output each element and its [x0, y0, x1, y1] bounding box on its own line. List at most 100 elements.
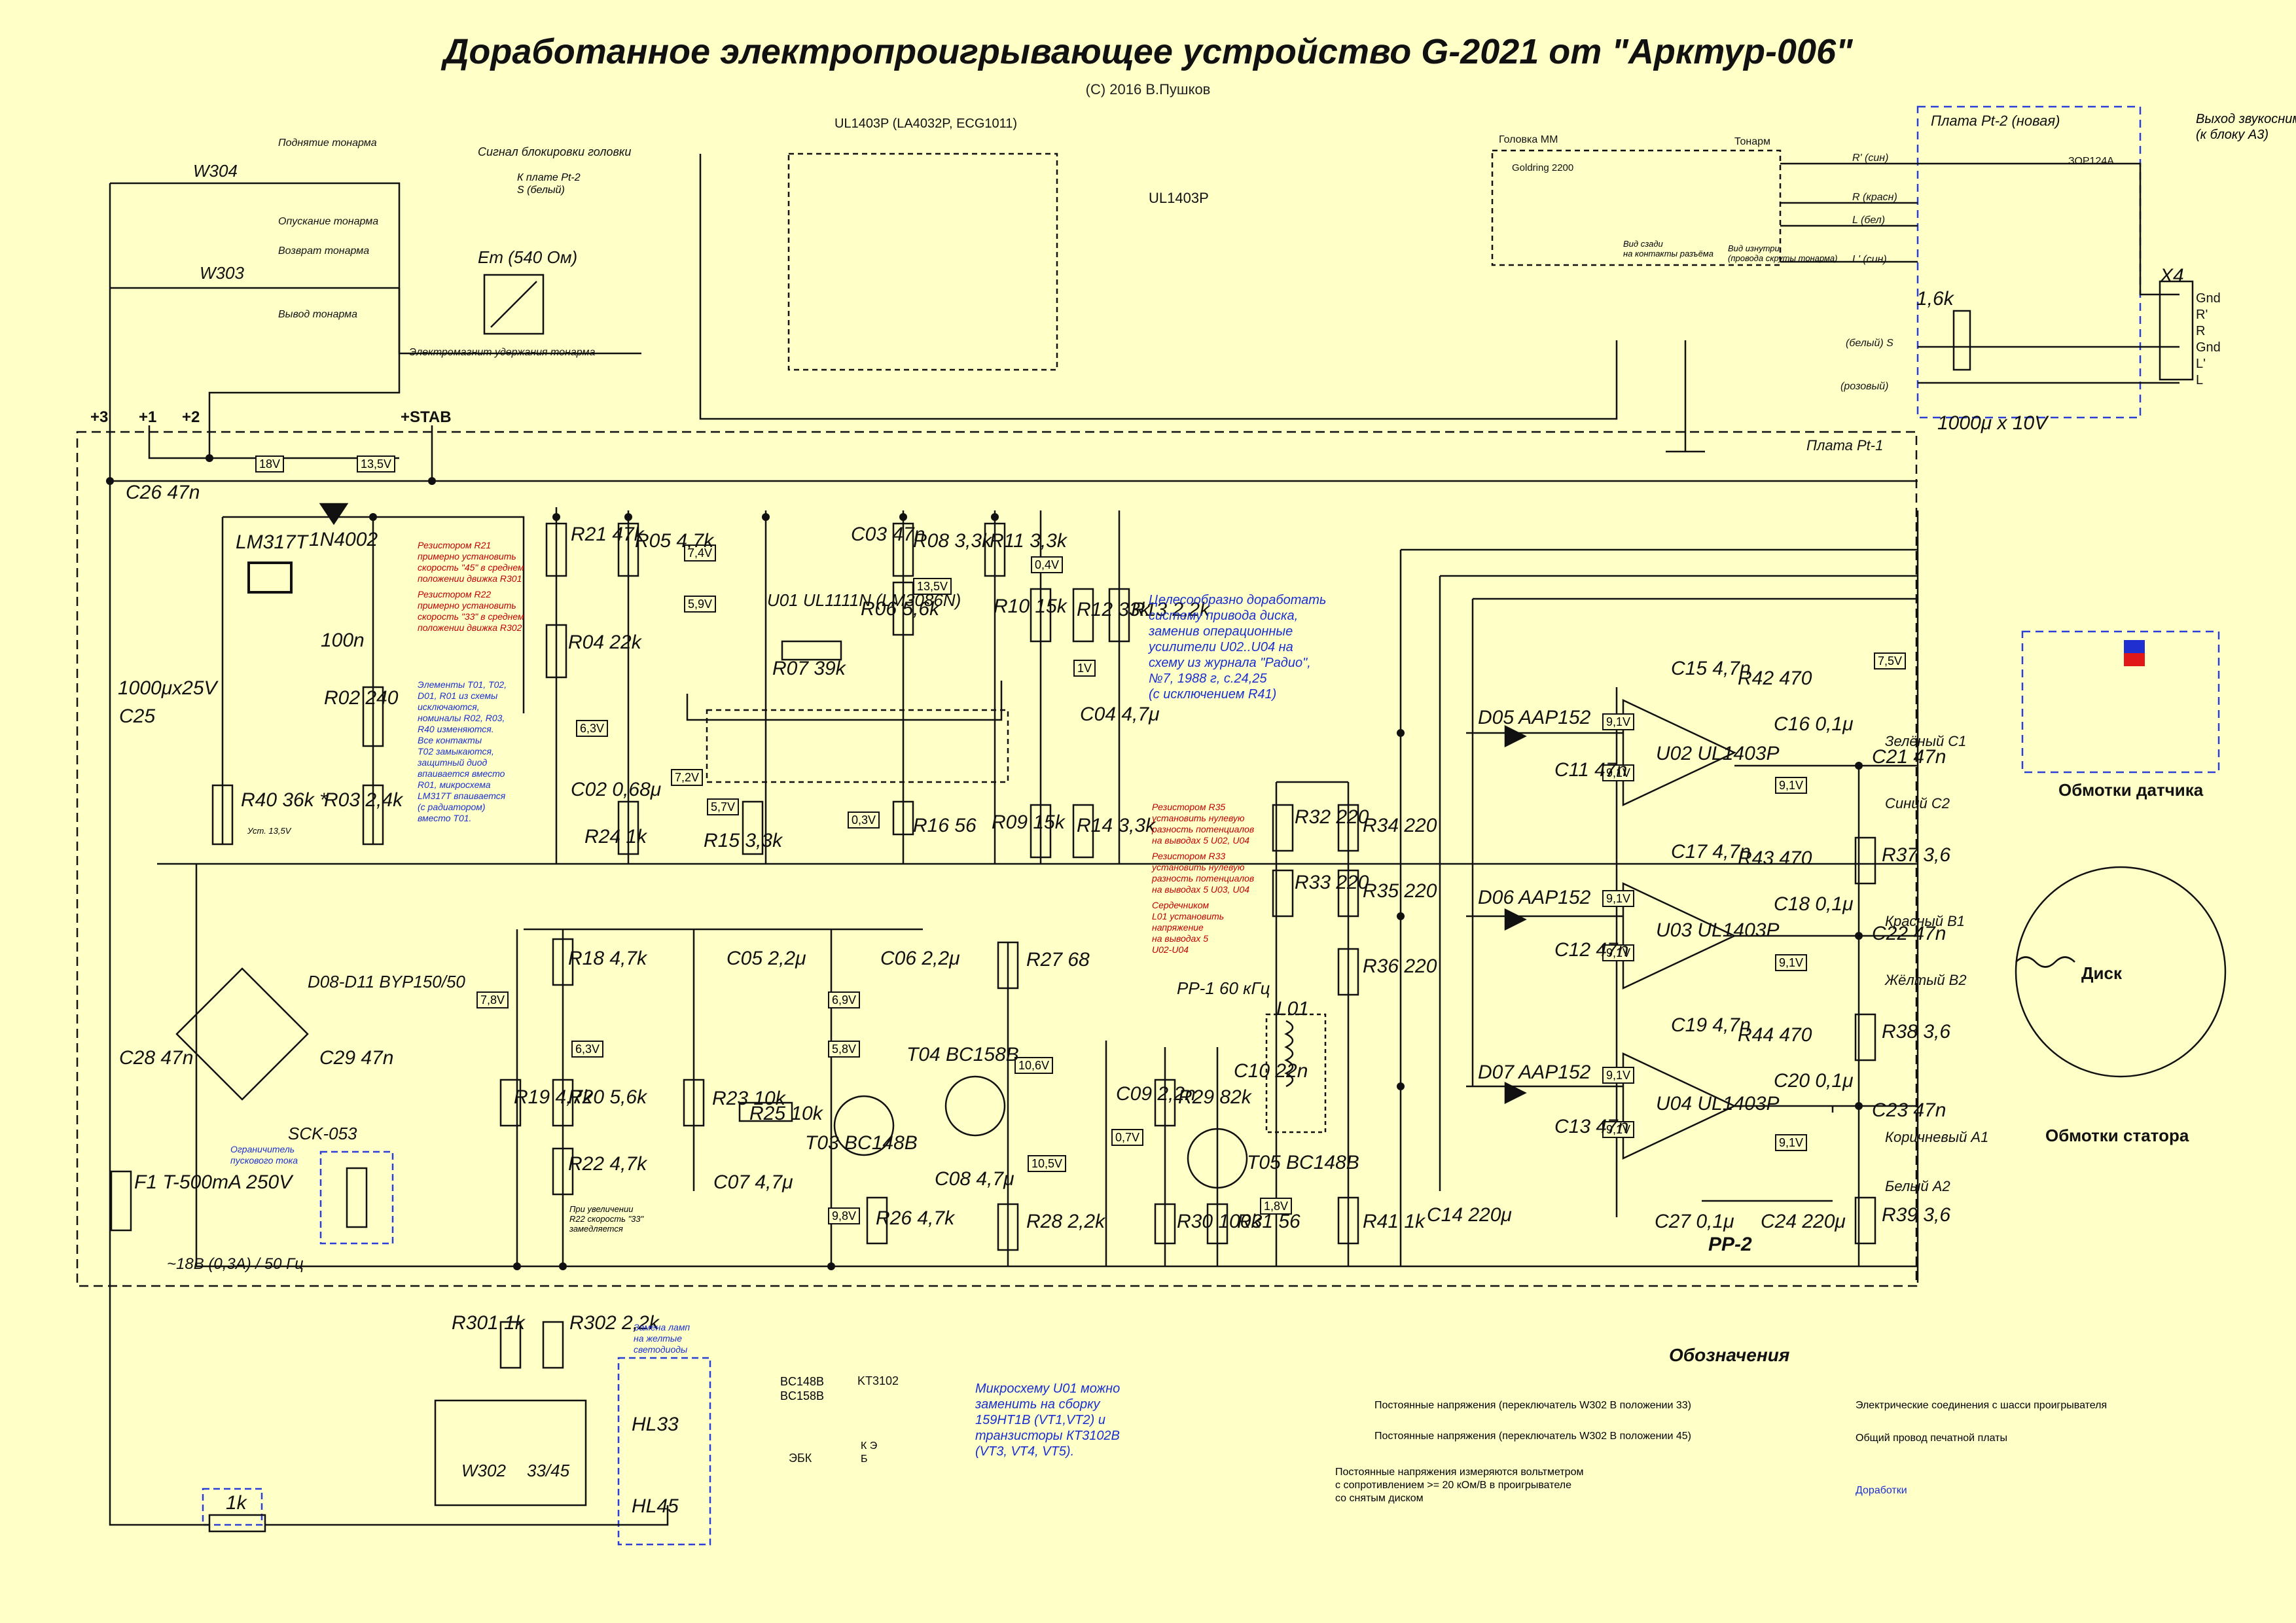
component-label: R23 10k [712, 1088, 785, 1109]
component-label: PP-1 60 кГц [1177, 978, 1270, 998]
component-label: 1000μ x 10V [1937, 412, 2048, 434]
voltage-box: 5,7V [707, 798, 740, 815]
component-label: U04 UL1403P [1656, 1093, 1780, 1115]
voltage-box: 1,8V [1260, 1198, 1293, 1215]
component-label: R07 39k [772, 658, 846, 679]
component-label: C11 47n [1554, 759, 1628, 781]
component-label: C26 47n [126, 482, 200, 503]
component-label: C29 47n [319, 1047, 394, 1069]
component-label: HL33 [632, 1414, 679, 1435]
component-label: R43 470 [1738, 847, 1812, 869]
transistor-pkg-b-pins: К Э Б [861, 1440, 878, 1465]
wire-label: R' (син) [1852, 152, 1889, 164]
component-label: LM317T [236, 531, 308, 553]
component-label: C07 4,7μ [713, 1171, 793, 1193]
wire-label: Коричневый A1 [1885, 1129, 1989, 1145]
component-label: R33 220 [1295, 872, 1369, 893]
voltage-box: 10,6V [1014, 1057, 1054, 1074]
component-label: D08-D11 BYP150/50 [308, 972, 465, 991]
rail-plus1: +1 [139, 408, 157, 426]
component-label: C06 2,2μ [880, 948, 960, 969]
component-label: C27 0,1μ [1655, 1211, 1734, 1232]
component-label: R15 3,3k [704, 830, 783, 851]
label-em: Em (540 Ом) [478, 247, 578, 267]
head-model: Goldring 2200 [1512, 162, 1574, 173]
copyright: (C) 2016 В.Пушков [1085, 81, 1211, 98]
component-label: R04 22k [568, 632, 641, 653]
component-label: R34 220 [1363, 815, 1437, 836]
component-label: C22 47n [1872, 923, 1946, 944]
component-label: C05 2,2μ [726, 948, 806, 969]
legend-item: Общий провод печатной платы [1856, 1433, 2007, 1444]
component-label: C16 0,1μ [1774, 713, 1854, 735]
component-label: R41 1k [1363, 1211, 1426, 1232]
rail-plus3: +3 [90, 408, 109, 426]
voltage-box: 9,8V [828, 1207, 861, 1224]
component-label: R31 56 [1237, 1211, 1300, 1232]
component-label: X4 [2160, 265, 2184, 287]
switch-w303: W303 [200, 263, 244, 283]
component-label: 1k [226, 1492, 247, 1514]
x4-pin: L' [2196, 357, 2206, 371]
ust-note: Уст. 13,5V [247, 826, 291, 836]
voltage-box: 5,9V [684, 596, 717, 613]
voltage-box: 7,4V [684, 544, 717, 562]
component-label: R21 47k [571, 524, 644, 545]
wire-label: Красный B1 [1885, 913, 1965, 929]
board-pt2-label: Плата Pt-2 (новая) [1931, 113, 2060, 129]
label-lower: Опускание тонарма [278, 216, 379, 227]
component-label: R02 240 [324, 687, 399, 709]
component-label: R35 220 [1363, 880, 1437, 902]
voltage-box: 9,1V [1602, 713, 1635, 730]
component-label: C15 4,7n [1671, 658, 1751, 679]
supply-label: ~18В (0,3А) / 50 Гц [167, 1255, 304, 1273]
component-label: R22 4,7k [568, 1153, 647, 1175]
component-label: C04 4,7μ [1080, 704, 1160, 725]
component-label: R301 1k [452, 1312, 525, 1334]
component-label: ЗОР124А [2068, 156, 2114, 167]
component-label: R11 3,3k [990, 530, 1067, 552]
head-caption-inside: Вид изнутри (провода скруты тонарма) [1728, 243, 1838, 263]
rail-plus2: +2 [182, 408, 200, 426]
component-label: HL45 [632, 1495, 679, 1517]
component-label: R26 4,7k [876, 1207, 955, 1229]
label-return: Возврат тонарма [278, 245, 370, 257]
component-label: C08 4,7μ [935, 1168, 1014, 1190]
component-label: R30 100k [1177, 1211, 1261, 1232]
voltage-box: 9,1V [1775, 954, 1808, 971]
component-label: R38 3,6 [1882, 1021, 1951, 1043]
component-label: C20 0,1μ [1774, 1070, 1854, 1092]
component-label: C24 220μ [1761, 1211, 1846, 1232]
component-label: R39 3,6 [1882, 1204, 1951, 1226]
ic-header: UL1403P (LA4032P, ECG1011) [834, 116, 1018, 131]
red-note: Резистором R35 установить нулевую разнос… [1152, 802, 1255, 846]
board-pt2-border [1916, 105, 2142, 419]
component-label: T04 BC158B [906, 1044, 1019, 1065]
component-label: D05 AAP152 [1478, 707, 1591, 728]
component-label: C14 220μ [1427, 1204, 1512, 1226]
component-label: C28 47n [119, 1047, 194, 1069]
red-note: Резистором R33 установить нулевую разнос… [1152, 851, 1255, 895]
voltage-box: 0,3V [848, 812, 880, 829]
voltage-box: 6,3V [571, 1041, 604, 1058]
wire-label: Жёлтый B2 [1885, 972, 1967, 988]
voltage-box: 1V [1073, 660, 1096, 677]
component-label: R29 82k [1178, 1086, 1251, 1108]
red-note: Сердечником L01 установить напряжение на… [1152, 900, 1225, 955]
legend-item: Постоянные напряжения измеряются вольтме… [1335, 1467, 1584, 1504]
component-label: R08 3,3k [913, 530, 992, 552]
switch-w302-positions: 33/45 [527, 1461, 570, 1480]
component-label: U02 UL1403P [1656, 743, 1780, 764]
voltage-box: 13,5V [913, 578, 952, 595]
ic-package-label: UL1403P [1149, 190, 1209, 206]
component-label: R20 5,6k [568, 1086, 647, 1108]
red-note: Резистором R21 примерно установить скоро… [418, 540, 524, 584]
wire-label: L (бел) [1852, 215, 1886, 226]
component-label: R09 15k [992, 812, 1065, 833]
component-label: 1N4002 [309, 529, 378, 550]
component-label: C03 47n [851, 524, 925, 545]
wire-label: Синий C2 [1885, 795, 1950, 812]
component-label: R37 3,6 [1882, 844, 1951, 866]
legend-item: Постоянные напряжения (переключатель W30… [1374, 1400, 1691, 1411]
component-label: R28 2,2k [1026, 1211, 1105, 1232]
